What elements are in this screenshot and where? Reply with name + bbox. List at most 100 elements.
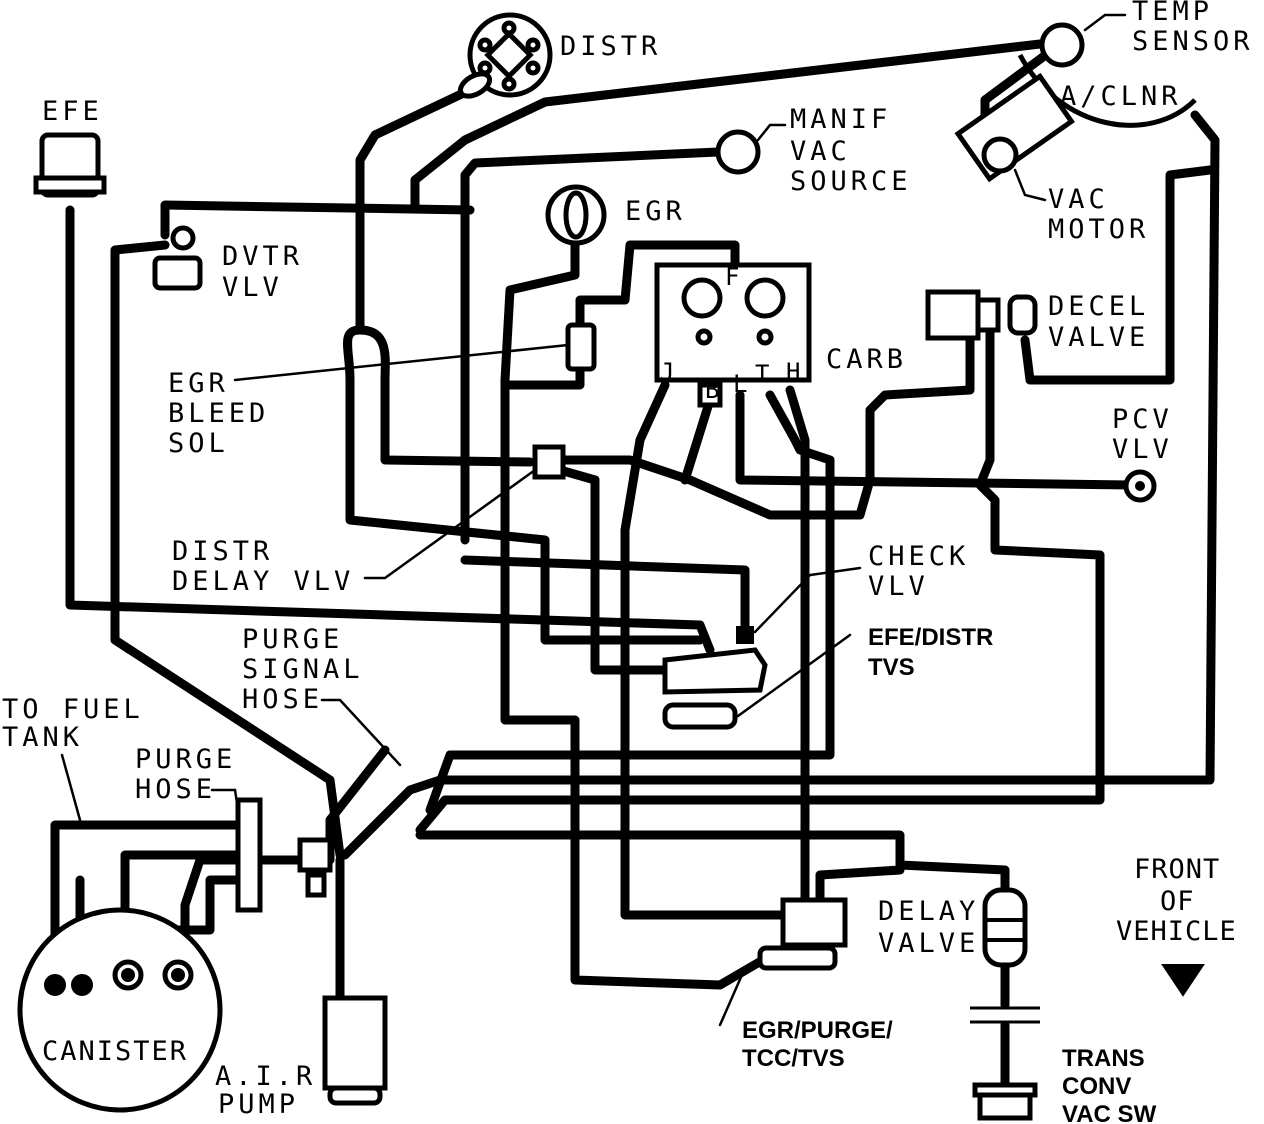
front-arrow-icon <box>1161 964 1205 997</box>
leader-lines <box>60 13 1127 1027</box>
hose-carb-l <box>735 390 1135 490</box>
label-a-clnr: A/CLNR <box>1060 81 1182 112</box>
trans-conv-vac-switch <box>972 1082 1038 1121</box>
label-manif-2: VAC <box>790 136 851 167</box>
label-egr: EGR <box>625 196 686 227</box>
hose-egr-line <box>500 240 785 990</box>
pcv-valve <box>1123 469 1157 503</box>
hose-carb-b <box>680 395 715 485</box>
purge-hose-fitting <box>235 797 263 913</box>
label-manif-3: SOURCE <box>790 166 912 197</box>
egr-valve <box>545 184 607 246</box>
label-vac-motor-2: MOTOR <box>1048 214 1149 245</box>
hose-purge-signal <box>180 745 390 965</box>
hose-pcv <box>415 325 1105 835</box>
label-canister: CANISTER <box>42 1036 188 1067</box>
label-front-1: FRONT <box>1134 854 1220 885</box>
carb-port-b: B <box>705 376 719 404</box>
label-check-2: VLV <box>868 571 929 602</box>
label-distr-delay-1: DISTR <box>172 536 273 567</box>
label-pcv-2: VLV <box>1112 434 1173 465</box>
hose-efe <box>65 205 715 655</box>
label-dvtr-1: DVTR <box>222 241 303 272</box>
label-decel-1: DECEL <box>1048 291 1149 322</box>
label-efe: EFE <box>42 96 103 127</box>
check-valve <box>736 626 754 644</box>
hose-dvtr-lower <box>110 240 345 860</box>
hose-distributor <box>355 85 475 335</box>
hose-egr-bleed-lower <box>505 365 585 390</box>
decel-valve <box>925 289 1038 341</box>
efe-actuator <box>33 132 107 198</box>
egr-bleed-solenoid <box>565 322 597 372</box>
hose-distr-delay-to-carb <box>555 315 975 520</box>
manif-vac-source <box>715 129 761 175</box>
hose-aclnr-right <box>340 110 1220 860</box>
label-trans-2: CONV <box>1062 1073 1131 1100</box>
label-fuel-tank-2: TANK <box>2 722 83 753</box>
label-air-pump-2: PUMP <box>218 1089 299 1120</box>
hose-manif-source <box>460 147 723 545</box>
carb-port-f: F <box>725 263 739 291</box>
hose-carb-h <box>425 390 835 815</box>
label-efe-tvs-1: EFE/DISTR <box>868 624 993 651</box>
hose-egr-bleed-upper <box>575 240 740 335</box>
hose-check-valve <box>460 555 750 630</box>
label-fuel-tank-1: TO FUEL <box>2 694 144 725</box>
label-vac-motor-1: VAC <box>1048 184 1109 215</box>
hose-loop-left <box>343 325 705 645</box>
label-egr-bleed-3: SOL <box>168 428 229 459</box>
label-carb: CARB <box>826 344 907 375</box>
efe-distr-tvs <box>662 647 768 730</box>
hose-dvtr-upper <box>160 200 475 240</box>
distr-delay-valve <box>532 444 566 480</box>
label-check-1: CHECK <box>868 541 969 572</box>
label-temp-sensor-1: TEMP <box>1132 0 1213 27</box>
label-pcv-1: PCV <box>1112 404 1173 435</box>
label-delay-valve-2: VALVE <box>878 928 979 959</box>
label-purge-signal-3: HOSE <box>242 684 323 715</box>
hose-temp-sensor-main <box>410 39 1045 210</box>
vacuum-reservoir <box>982 887 1028 968</box>
hose-distr-delay-to-canister <box>555 465 675 675</box>
label-trans-3: VAC SW <box>1062 1101 1157 1124</box>
dvtr-valve <box>152 225 203 291</box>
carb-port-l: L <box>733 370 747 398</box>
label-dvtr-2: VLV <box>222 272 283 303</box>
carburetor <box>654 262 812 408</box>
label-manif-1: MANIF <box>790 104 891 135</box>
label-air-pump-1: A.I.R. <box>215 1061 337 1092</box>
label-temp-sensor-2: SENSOR <box>1132 26 1254 57</box>
hose-carb-j <box>620 380 790 920</box>
vac-motor <box>954 72 1075 183</box>
hose-decel <box>1020 165 1215 385</box>
label-front-3: VEHICLE <box>1116 916 1237 947</box>
label-efe-tvs-2: TVS <box>868 654 915 681</box>
hose-network <box>50 39 1220 1095</box>
label-egr-tvs-1: EGR/PURGE/ <box>742 1017 893 1044</box>
hose-carb-t <box>785 385 810 910</box>
label-purge-hose-1: PURGE <box>135 744 236 775</box>
hose-loop-right <box>355 325 535 467</box>
label-decel-2: VALVE <box>1048 322 1149 353</box>
label-distr-delay-2: DELAY VLV <box>172 566 354 597</box>
label-egr-bleed-1: EGR <box>168 368 229 399</box>
carb-port-t: T <box>755 360 769 388</box>
temp-sensor <box>1039 22 1085 68</box>
air-pump <box>322 995 388 1106</box>
carb-port-h: H <box>786 358 800 386</box>
label-purge-hose-2: HOSE <box>135 774 216 805</box>
label-egr-bleed-2: BLEED <box>168 398 269 429</box>
canister <box>17 907 223 1113</box>
label-trans-1: TRANS <box>1062 1045 1145 1072</box>
delay-valve <box>757 897 848 971</box>
label-front-2: OF <box>1160 886 1195 917</box>
hose-junction-block <box>297 837 333 898</box>
distributor-cap <box>457 12 553 99</box>
label-delay-valve-1: DELAY <box>878 896 979 927</box>
carb-port-j: J <box>660 358 674 386</box>
label-distr: DISTR <box>560 31 661 62</box>
label-purge-signal-1: PURGE <box>242 624 343 655</box>
